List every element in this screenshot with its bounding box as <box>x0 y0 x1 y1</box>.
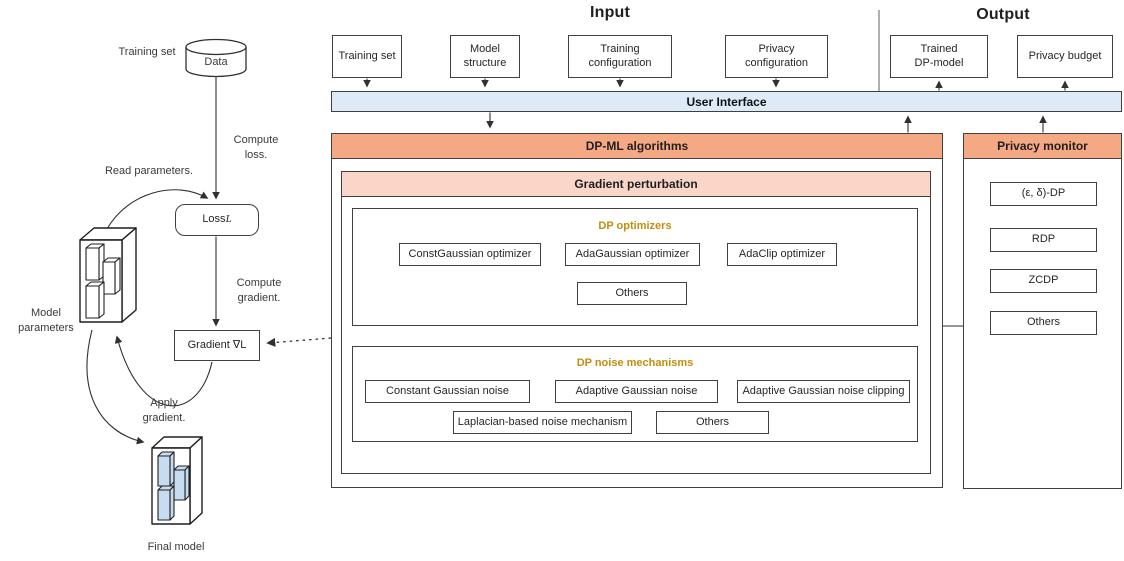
input-title: Input <box>589 4 631 21</box>
read-parameters-label: Read parameters. <box>104 165 194 177</box>
model-parameters-icon <box>79 227 137 323</box>
user-interface-bar: User Interface <box>331 91 1122 112</box>
apply-gradient-label: Apply gradient. <box>142 397 186 424</box>
noise-others-box: Others <box>656 411 769 434</box>
loss-node: Loss L <box>175 204 259 236</box>
rdp-box: RDP <box>990 228 1097 252</box>
input-privacy-configuration-box: Privacy configuration <box>725 35 828 78</box>
optimizers-others-box: Others <box>577 282 687 305</box>
adaptive-gaussian-noise-clipping-box: Adaptive Gaussian noise clipping <box>737 380 910 403</box>
zcdp-box: ZCDP <box>990 269 1097 293</box>
training-set-label: Training set <box>118 46 176 58</box>
to-final-model-arrow <box>86 329 145 445</box>
constgaussian-optimizer-box: ConstGaussian optimizer <box>399 243 541 266</box>
final-model-icon <box>151 436 203 525</box>
compute-loss-label: Compute loss. <box>233 134 279 161</box>
adaptive-gaussian-noise-box: Adaptive Gaussian noise <box>555 380 718 403</box>
output-title: Output <box>976 6 1030 23</box>
output-trained-dp-model-box: Trained DP-model <box>890 35 988 78</box>
output-privacy-budget-box: Privacy budget <box>1017 35 1113 78</box>
input-training-set-box: Training set <box>332 35 402 78</box>
dp-optimizers-panel <box>352 208 918 326</box>
privacy-monitor-header: Privacy monitor <box>963 133 1122 159</box>
constant-gaussian-noise-box: Constant Gaussian noise <box>365 380 530 403</box>
adaclip-optimizer-box: AdaClip optimizer <box>727 243 837 266</box>
dp-ml-algorithms-header: DP-ML algorithms <box>331 133 943 159</box>
gradient-feedback-dotted-arrow <box>266 337 332 347</box>
laplacian-noise-mechanism-box: Laplacian-based noise mechanism <box>453 411 632 434</box>
model-parameters-label: Model parameters <box>18 307 74 334</box>
loss-label: Loss <box>202 213 226 226</box>
gradient-perturbation-header: Gradient perturbation <box>341 171 931 197</box>
data-label: Data <box>204 56 228 68</box>
gradient-node: Gradient ∇L <box>174 330 260 361</box>
epsilon-delta-dp-box: (ε, δ)-DP <box>990 182 1097 206</box>
input-model-structure-box: Model structure <box>450 35 520 78</box>
dp-noise-mechanisms-title: DP noise mechanisms <box>576 357 694 369</box>
loss-symbol: L <box>225 213 232 226</box>
input-training-configuration-box: Training configuration <box>568 35 672 78</box>
dp-optimizers-title: DP optimizers <box>598 220 672 232</box>
monitor-others-box: Others <box>990 311 1097 335</box>
compute-gradient-label: Compute gradient. <box>236 277 282 304</box>
adagaussian-optimizer-box: AdaGaussian optimizer <box>565 243 700 266</box>
final-model-label: Final model <box>147 541 205 553</box>
